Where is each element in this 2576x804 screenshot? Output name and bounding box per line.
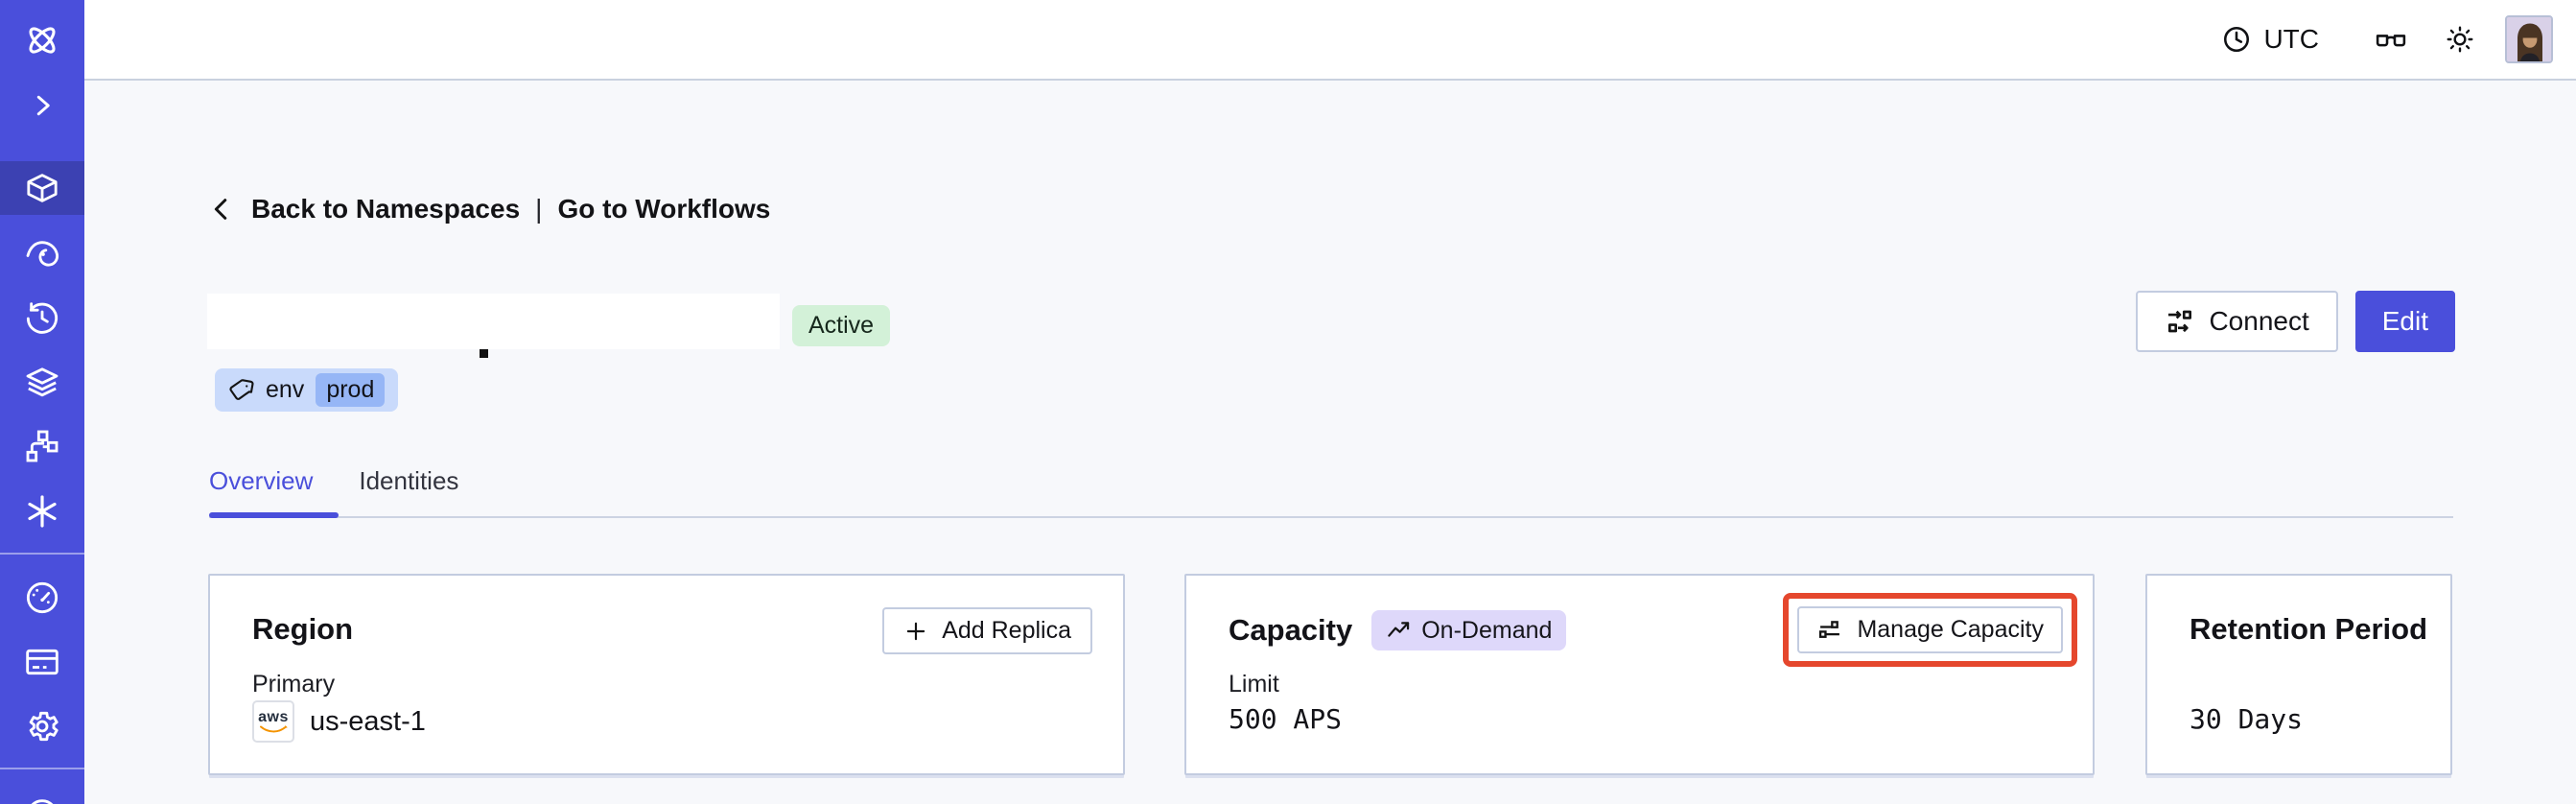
- retention-value: 30 Days: [2190, 703, 2304, 735]
- tab-bar: Overview Identities: [209, 466, 458, 513]
- sidebar-item-nexus[interactable]: [0, 226, 84, 280]
- tab-overview[interactable]: Overview: [209, 466, 314, 495]
- sidebar-item-workflows[interactable]: [0, 419, 84, 473]
- spiral-eye-icon: [26, 241, 59, 267]
- timezone-selector[interactable]: UTC: [2221, 24, 2319, 55]
- feedback-button[interactable]: [2367, 15, 2415, 63]
- tag-value-chip: prod: [316, 373, 386, 407]
- sidebar-divider: [0, 768, 84, 769]
- breadcrumb: Back to Namespaces | Go to Workflows: [207, 194, 770, 225]
- sidebar: [0, 0, 84, 804]
- sidebar-item-deployments[interactable]: [0, 356, 84, 410]
- capacity-sliders-icon: [1819, 620, 1840, 638]
- sidebar-item-batch-operations[interactable]: [0, 485, 84, 538]
- sidebar-item-settings[interactable]: [0, 699, 84, 753]
- region-value-row: aws us-east-1: [252, 700, 426, 743]
- temporal-logo: [29, 27, 56, 54]
- redaction-artifact-dot: [480, 349, 488, 358]
- capacity-title-row: Capacity On-Demand: [1229, 610, 1567, 650]
- layers-stack-icon: [26, 367, 59, 397]
- topbar: UTC: [84, 0, 2576, 81]
- user-avatar[interactable]: [2505, 15, 2553, 63]
- plan-badge-label: On-Demand: [1421, 616, 1553, 644]
- plan-badge: On-Demand: [1371, 610, 1567, 650]
- clock-icon: [2224, 26, 2250, 53]
- go-to-workflows-link[interactable]: Go to Workflows: [557, 194, 771, 224]
- tag-icon: [229, 379, 254, 400]
- edit-button-label: Edit: [2381, 306, 2428, 336]
- temporal-logo-icon[interactable]: [0, 13, 84, 67]
- retention-card-title: Retention Period: [2190, 612, 2428, 646]
- edit-button[interactable]: Edit: [2354, 291, 2455, 352]
- namespace-title-redacted: [207, 294, 780, 349]
- asterisk-icon: [28, 495, 57, 528]
- breadcrumb-separator: |: [535, 194, 543, 224]
- capacity-card: Capacity On-Demand Manage Capacity Limit…: [1184, 574, 2095, 775]
- manage-capacity-label: Manage Capacity: [1857, 616, 2044, 643]
- add-replica-label: Add Replica: [942, 617, 1071, 644]
- capacity-limit-value: 500 APS: [1229, 703, 1343, 735]
- back-chevron-icon[interactable]: [207, 195, 236, 224]
- usage-gauge-icon: [26, 581, 59, 614]
- sidebar-item-schedules[interactable]: [0, 292, 84, 345]
- sidebar-item-help[interactable]: [0, 785, 84, 804]
- active-tab-underline: [209, 512, 339, 518]
- sidebar-item-namespaces[interactable]: [0, 161, 84, 215]
- capacity-card-title: Capacity: [1229, 613, 1353, 647]
- theme-toggle-button[interactable]: [2436, 15, 2484, 63]
- aws-smile-arrow: [260, 724, 288, 732]
- connect-button-label: Connect: [2209, 306, 2309, 336]
- annotation-highlight-box: Manage Capacity: [1783, 593, 2077, 667]
- settings-gear-icon: [29, 711, 59, 742]
- aws-logo-text: aws: [258, 708, 289, 725]
- schedule-clock-icon: [26, 302, 59, 334]
- cube-icon: [27, 174, 58, 202]
- region-card: Region Add Replica Primary aws us-east-1: [208, 574, 1125, 775]
- primary-label: Primary: [252, 671, 336, 698]
- tab-identities[interactable]: Identities: [359, 466, 459, 495]
- connect-button[interactable]: Connect: [2136, 291, 2338, 352]
- plus-icon: [906, 622, 925, 640]
- region-card-title: Region: [252, 612, 354, 646]
- sun-brightness-icon: [2447, 26, 2473, 53]
- tag-key: env: [266, 376, 305, 403]
- retention-card: Retention Period 30 Days: [2145, 574, 2452, 775]
- tabs-baseline: [209, 516, 2453, 518]
- connect-flow-icon: [2168, 310, 2192, 333]
- aws-provider-icon: aws: [252, 700, 294, 743]
- main-content: Back to Namespaces | Go to Workflows Act…: [84, 81, 2576, 804]
- add-replica-button[interactable]: Add Replica: [882, 607, 1092, 654]
- limit-label: Limit: [1229, 671, 1279, 698]
- sidebar-item-billing[interactable]: [0, 635, 84, 689]
- sidebar-item-usage[interactable]: [0, 571, 84, 625]
- chevron-right-icon: [36, 95, 50, 116]
- glasses-icon: [2376, 35, 2406, 47]
- status-badge: Active: [792, 305, 891, 346]
- billing-card-icon: [26, 649, 59, 675]
- trend-up-icon: [1388, 621, 1410, 637]
- workflow-branch-icon: [26, 430, 59, 462]
- avatar-portrait: [2507, 17, 2551, 61]
- sidebar-expand-button[interactable]: [0, 79, 84, 132]
- manage-capacity-button[interactable]: Manage Capacity: [1797, 606, 2063, 653]
- region-value: us-east-1: [310, 705, 426, 737]
- help-circle-icon: [31, 799, 54, 804]
- timezone-label: UTC: [2263, 24, 2319, 54]
- namespace-tag[interactable]: env prod: [215, 368, 399, 412]
- back-to-namespaces-link[interactable]: Back to Namespaces: [251, 194, 521, 224]
- header-actions: Connect Edit: [2136, 291, 2455, 352]
- sidebar-divider: [0, 553, 84, 555]
